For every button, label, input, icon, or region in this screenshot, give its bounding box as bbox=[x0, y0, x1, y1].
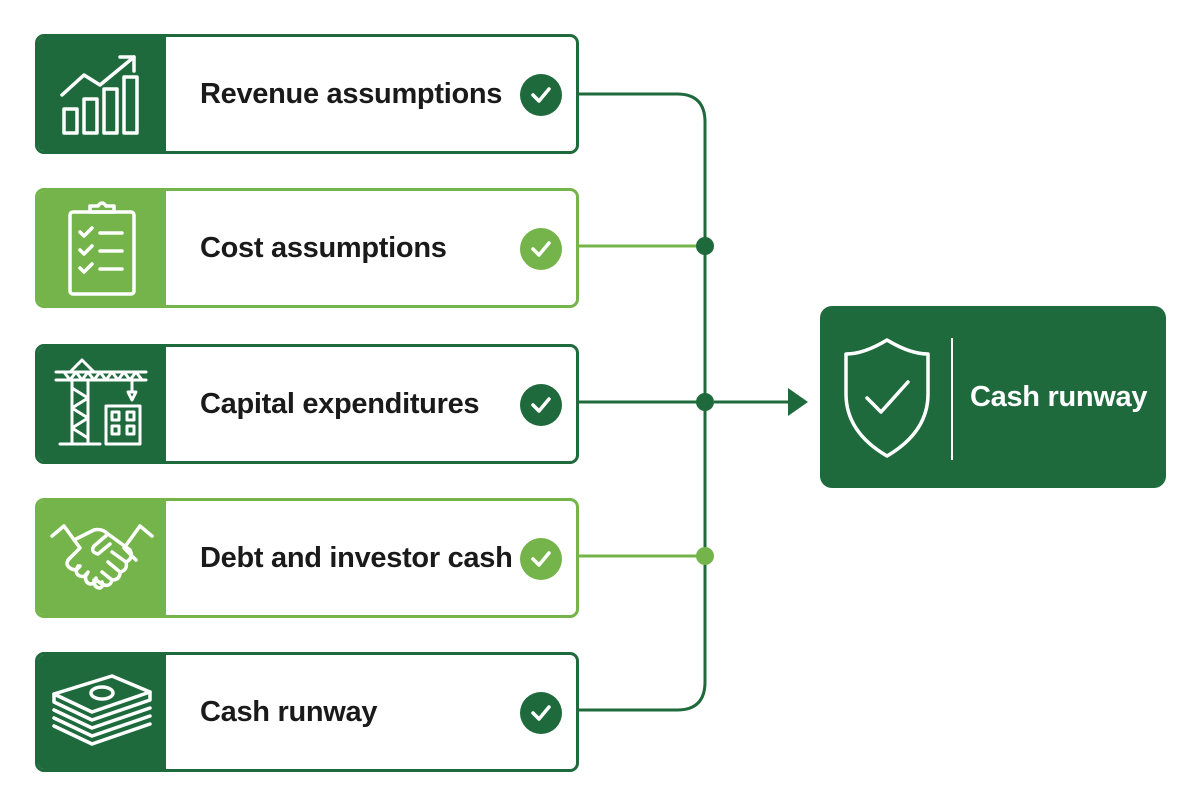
check-icon bbox=[520, 228, 562, 270]
check-icon bbox=[520, 538, 562, 580]
shield-check-icon bbox=[844, 338, 930, 458]
input-label: Cost assumptions bbox=[200, 231, 447, 264]
check-icon bbox=[520, 692, 562, 734]
connector-revenue bbox=[579, 92, 707, 406]
construction-crane-icon bbox=[54, 358, 148, 446]
result-card: Cash runway bbox=[820, 306, 1166, 488]
junction-dot-cost bbox=[696, 237, 714, 255]
input-card-debt: Debt and investor cash bbox=[35, 498, 579, 618]
bar-chart-growth-icon bbox=[60, 55, 139, 135]
result-label: Cash runway bbox=[970, 380, 1148, 413]
input-card-cost: Cost assumptions bbox=[35, 188, 579, 308]
junction-dot-debt bbox=[696, 547, 714, 565]
input-label: Cash runway bbox=[200, 695, 378, 728]
check-icon bbox=[520, 384, 562, 426]
handshake-icon bbox=[50, 524, 154, 590]
cash-stack-icon bbox=[52, 674, 152, 746]
divider bbox=[951, 338, 953, 460]
input-card-capex: Capital expenditures bbox=[35, 344, 579, 464]
junction-dot-capex bbox=[696, 393, 714, 411]
input-label: Debt and investor cash bbox=[200, 541, 513, 574]
arrow-head-icon bbox=[788, 388, 808, 416]
clipboard-checklist-icon bbox=[68, 201, 136, 296]
input-label: Revenue assumptions bbox=[200, 77, 503, 110]
input-card-revenue: Revenue assumptions bbox=[35, 34, 579, 154]
input-card-cash-runway: Cash runway bbox=[35, 652, 579, 772]
connector-cash-runway bbox=[579, 406, 707, 712]
check-icon bbox=[520, 74, 562, 116]
input-label: Capital expenditures bbox=[200, 387, 480, 420]
